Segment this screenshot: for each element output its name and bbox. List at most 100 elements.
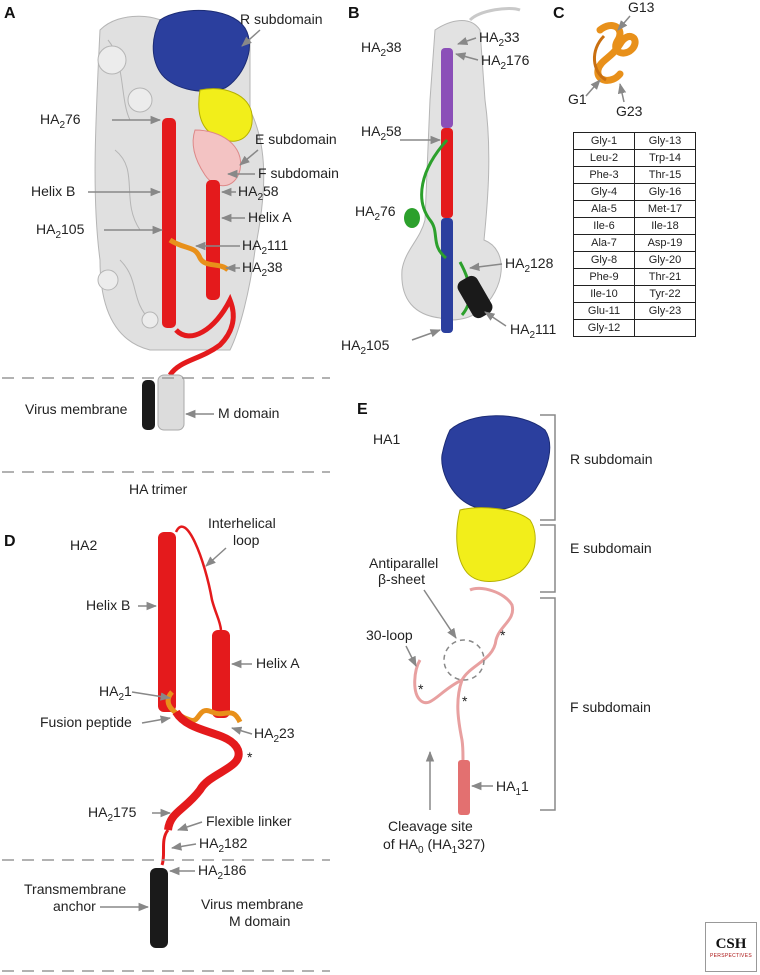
- d-tm-anchor: [150, 868, 168, 948]
- residue-cell: Leu-2: [573, 149, 635, 167]
- bracket-f: [540, 597, 556, 811]
- label-helix-a-a: Helix A: [248, 209, 292, 225]
- residue-cell: Ile-18: [634, 217, 696, 235]
- arrow-ha2-1-d: [131, 691, 172, 701]
- d-linker: [160, 829, 170, 866]
- d-interhelical-loop: [174, 525, 223, 631]
- label-interhelical-1: Interhelical: [208, 515, 276, 531]
- fusion-peptide-helix-orange: [593, 22, 639, 84]
- residue-cell: Gly-16: [634, 183, 696, 201]
- helix-a-red: [206, 180, 220, 300]
- label-e-subdomain: E subdomain: [255, 131, 337, 147]
- residue-cell: Gly-1: [573, 132, 635, 150]
- panel-d-letter: D: [4, 533, 16, 550]
- label-ha2-76: HA276: [40, 111, 81, 131]
- label-ha2-23-d: HA223: [254, 725, 295, 745]
- arrow-g13: [617, 15, 631, 31]
- label-g13: G13: [628, 0, 655, 15]
- label-star-e-2: *: [418, 681, 424, 697]
- label-helix-b-d: Helix B: [86, 597, 130, 613]
- panel-c-letter: C: [553, 5, 565, 22]
- panel-e-letter: E: [357, 401, 368, 418]
- bracket-e: [540, 524, 556, 593]
- label-30-loop: 30-loop: [366, 627, 413, 643]
- label-ha2-33-b: HA233: [479, 29, 520, 49]
- label-g1: G1: [568, 91, 587, 107]
- label-virus-membrane-d: Virus membrane: [201, 896, 304, 912]
- label-ha2-38-a: HA238: [242, 259, 283, 279]
- label-interhelical-2: loop: [233, 532, 260, 548]
- residue-cell: Gly-12: [573, 319, 635, 337]
- label-f-subdomain-e: F subdomain: [570, 699, 651, 715]
- m-domain-black: [142, 380, 155, 430]
- logo-subtext: PERSPECTIVES: [710, 953, 752, 959]
- label-ha1-1: HA11: [496, 778, 529, 798]
- arrow-g23: [617, 82, 627, 103]
- residue-cell: Met-17: [634, 200, 696, 218]
- csh-perspectives-logo: CSH PERSPECTIVES: [705, 922, 757, 972]
- d-helix-a: [212, 630, 230, 718]
- panel-a: A R subdomain HA276: [2, 5, 339, 497]
- arrow-ha2-182-d: [170, 842, 197, 851]
- bracket-r: [540, 414, 556, 521]
- label-tm-anchor-1: Transmembrane: [24, 881, 126, 897]
- e-beta-sheet-circle: [443, 639, 485, 681]
- label-ha2-58-a: HA258: [238, 183, 279, 203]
- label-ha2-38-b: HA238: [361, 39, 402, 59]
- label-tm-anchor-2: anchor: [53, 898, 96, 914]
- label-ha2-76-b: HA276: [355, 203, 396, 223]
- b-purple-segment: [441, 48, 453, 128]
- arrow-e-subdomain: [239, 149, 259, 166]
- d-lower-red: [164, 709, 243, 831]
- label-ha2-175-d: HA2175: [88, 804, 137, 824]
- residue-cell: Phe-3: [573, 166, 635, 184]
- arrow-r-subdomain: [241, 29, 261, 47]
- e-subdomain-yellow: [198, 88, 253, 142]
- panel-b: B HA238 HA233 HA2176 HA258 HA276 HA2128 …: [341, 5, 557, 357]
- residue-cell: Glu-11: [573, 302, 635, 320]
- residue-cell: Gly-13: [634, 132, 696, 150]
- arrow-flexible-linker: [177, 821, 203, 831]
- residue-cell: Gly-4: [573, 183, 635, 201]
- label-ha2-111-a: HA2111: [242, 237, 289, 257]
- arrow-30-loop: [405, 645, 417, 667]
- label-ha1: HA1: [373, 431, 400, 447]
- d-helix-b: [158, 532, 176, 712]
- label-ha2-128-b: HA2128: [505, 255, 554, 275]
- arrow-ha2-128-b: [468, 262, 503, 271]
- label-flexible-linker: Flexible linker: [206, 813, 292, 829]
- r-subdomain-blue: [152, 9, 250, 92]
- label-ha2-186-d: HA2186: [198, 862, 247, 882]
- label-r-subdomain-e: R subdomain: [570, 451, 653, 467]
- label-g23: G23: [616, 103, 643, 119]
- arrow-antiparallel: [423, 589, 457, 639]
- residue-cell: Trp-14: [634, 149, 696, 167]
- fusion-peptide-orange: [168, 237, 230, 272]
- residue-cell: Thr-15: [634, 166, 696, 184]
- label-f-subdomain: F subdomain: [258, 165, 339, 181]
- helix-b-red: [162, 118, 176, 328]
- label-antiparallel-2: β-sheet: [378, 571, 425, 587]
- label-e-subdomain-e: E subdomain: [570, 540, 652, 556]
- arrow-ha2-33-b: [457, 37, 477, 45]
- residue-cell: Thr-21: [634, 268, 696, 286]
- arrow-ha2-111-b: [484, 311, 507, 327]
- m-domain-gray: [157, 374, 185, 431]
- e-e-subdomain-yellow: [456, 507, 536, 582]
- residue-row: Gly-12: [573, 319, 696, 337]
- label-ha2-105-a: HA2105: [36, 221, 85, 241]
- label-ha2-111-b: HA2111: [510, 321, 557, 341]
- arrow-fusion-peptide: [141, 715, 172, 724]
- label-cleavage-1: Cleavage site: [388, 818, 473, 834]
- label-ha2-105-b: HA2105: [341, 337, 390, 357]
- e-r-subdomain-blue: [441, 415, 551, 511]
- residue-cell: Asp-19: [634, 234, 696, 252]
- label-star-d: *: [247, 749, 253, 765]
